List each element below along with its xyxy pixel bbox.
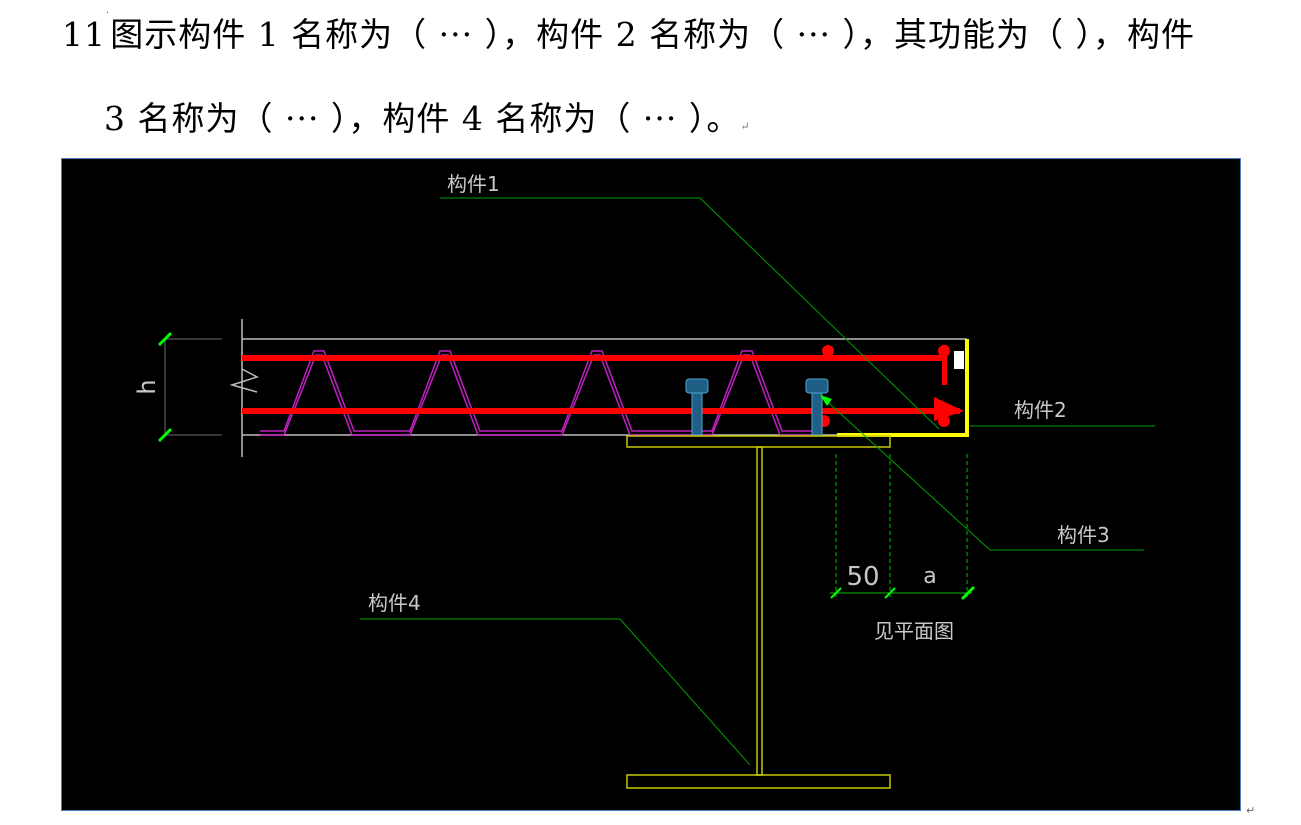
question-line-1: 11·图示构件 1 名称为（ ··· ），构件 2 名称为（ ··· ），其功能… xyxy=(62,8,1195,56)
edge-plate xyxy=(837,339,969,437)
paragraph-end-mark: ↵ xyxy=(1246,804,1256,817)
leader-part1: 构件1 xyxy=(440,172,940,430)
dimension-h: h xyxy=(133,331,222,443)
label-part4: 构件4 xyxy=(368,591,421,615)
label-50: 50 xyxy=(846,562,879,592)
leader-part4: 构件4 xyxy=(360,591,751,766)
steel-i-beam xyxy=(626,435,891,789)
label-plan-note: 见平面图 xyxy=(874,619,954,643)
shear-stud-right xyxy=(805,378,829,436)
leader-part2: 构件2 xyxy=(970,398,1155,427)
paragraph-mark: ↵ xyxy=(740,120,751,133)
label-part3: 构件3 xyxy=(1057,523,1110,547)
drawing-canvas: h 50 a 见平面图 构件1 构件2 构件3 xyxy=(133,172,1155,789)
leader-part3: 构件3 xyxy=(819,394,1144,551)
question-text-1: 图示构件 1 名称为（ ··· ），构件 2 名称为（ ··· ），其功能为（ … xyxy=(110,15,1196,54)
question-marker: · xyxy=(106,8,111,19)
profiled-steel-deck xyxy=(260,350,822,436)
question-number: 11 xyxy=(62,15,106,54)
question-text-2: 3 名称为（ ··· ），构件 4 名称为（ ··· ）。 xyxy=(104,99,741,138)
label-part1: 构件1 xyxy=(447,172,500,196)
label-part2: 构件2 xyxy=(1014,398,1067,422)
label-a: a xyxy=(923,564,936,589)
dimension-50-a: 50 a 见平面图 xyxy=(830,454,976,643)
cad-drawing: h 50 a 见平面图 构件1 构件2 构件3 xyxy=(61,158,1241,811)
question-line-2: 3 名称为（ ··· ），构件 4 名称为（ ··· ）。↵ xyxy=(104,92,751,140)
top-rebar xyxy=(242,345,964,385)
label-h: h xyxy=(133,379,161,394)
shear-stud-left xyxy=(685,378,709,436)
